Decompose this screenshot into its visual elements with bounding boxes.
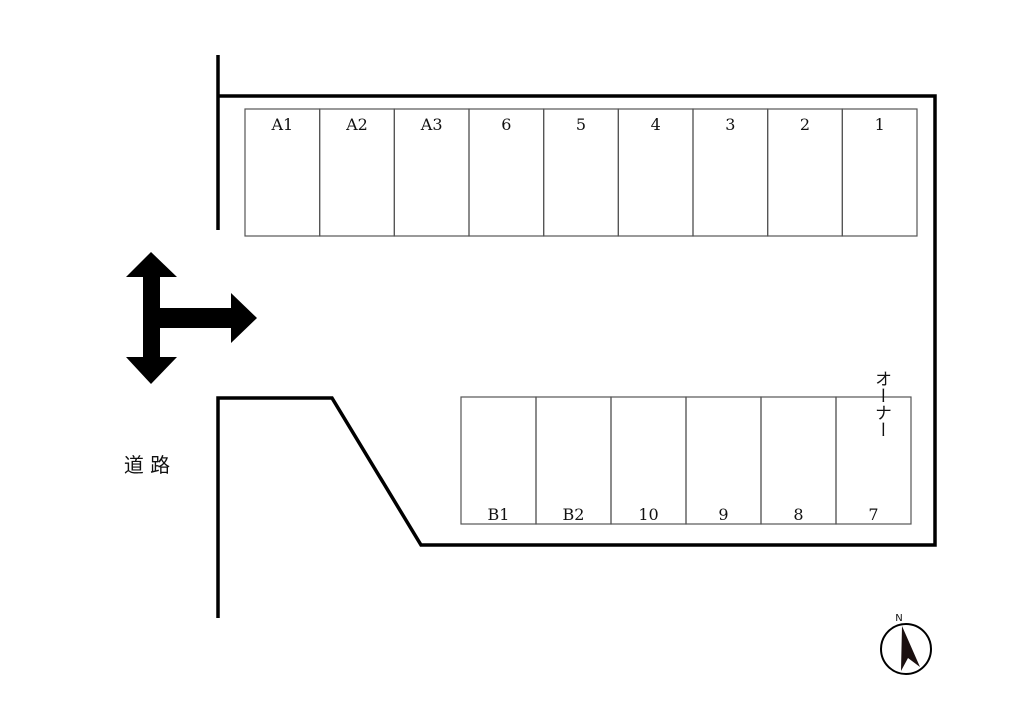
parking-space-outline	[841, 108, 918, 237]
road-label: 道 路	[124, 453, 170, 477]
parking-space: 3	[692, 108, 769, 237]
parking-space: A2	[319, 108, 395, 237]
parking-space-label: B2	[563, 505, 585, 524]
parking-space-label: 4	[651, 115, 661, 134]
parking-space: 5	[543, 108, 619, 237]
parking-space-label: 7	[868, 505, 878, 524]
parking-space-label: 3	[725, 115, 735, 134]
parking-space-label: B1	[488, 505, 510, 524]
compass-north-label: N	[895, 613, 902, 624]
parking-space: B1	[460, 396, 537, 525]
entrance-arrow-icon	[126, 252, 257, 384]
parking-space: 2	[767, 108, 843, 237]
parking-space-label: 10	[638, 505, 658, 524]
lot-walls	[216, 55, 937, 618]
parking-space-label: 8	[793, 505, 803, 524]
parking-space-outline	[835, 396, 912, 525]
owner-label: オーナー	[871, 370, 891, 438]
parking-space: 7	[835, 396, 912, 525]
parking-space: 4	[617, 108, 694, 237]
parking-space-label: A1	[270, 115, 293, 134]
compass-icon: N	[880, 613, 932, 675]
parking-space: 9	[685, 396, 762, 525]
parking-space: A1	[244, 108, 321, 237]
parking-space: 6	[468, 108, 545, 237]
parking-space-label: A3	[420, 115, 443, 134]
top-right-wall	[216, 94, 937, 618]
top-parking-row: A1 A2 A3 6 5 4 3 2 1	[244, 108, 918, 237]
bottom-parking-row: B1 B2 10 9 8 7	[460, 396, 912, 525]
parking-space: A3	[393, 108, 470, 237]
parking-space: 10	[610, 396, 687, 525]
parking-space-label: 1	[875, 115, 885, 134]
parking-space-label: A2	[345, 115, 368, 134]
parking-space-label: 2	[800, 115, 810, 134]
parking-space: 8	[760, 396, 837, 525]
parking-space-label: 9	[718, 505, 728, 524]
parking-space: 1	[841, 108, 918, 237]
parking-space-label: 6	[501, 115, 511, 134]
parking-space: B2	[535, 396, 612, 525]
parking-space-label: 5	[576, 115, 586, 134]
